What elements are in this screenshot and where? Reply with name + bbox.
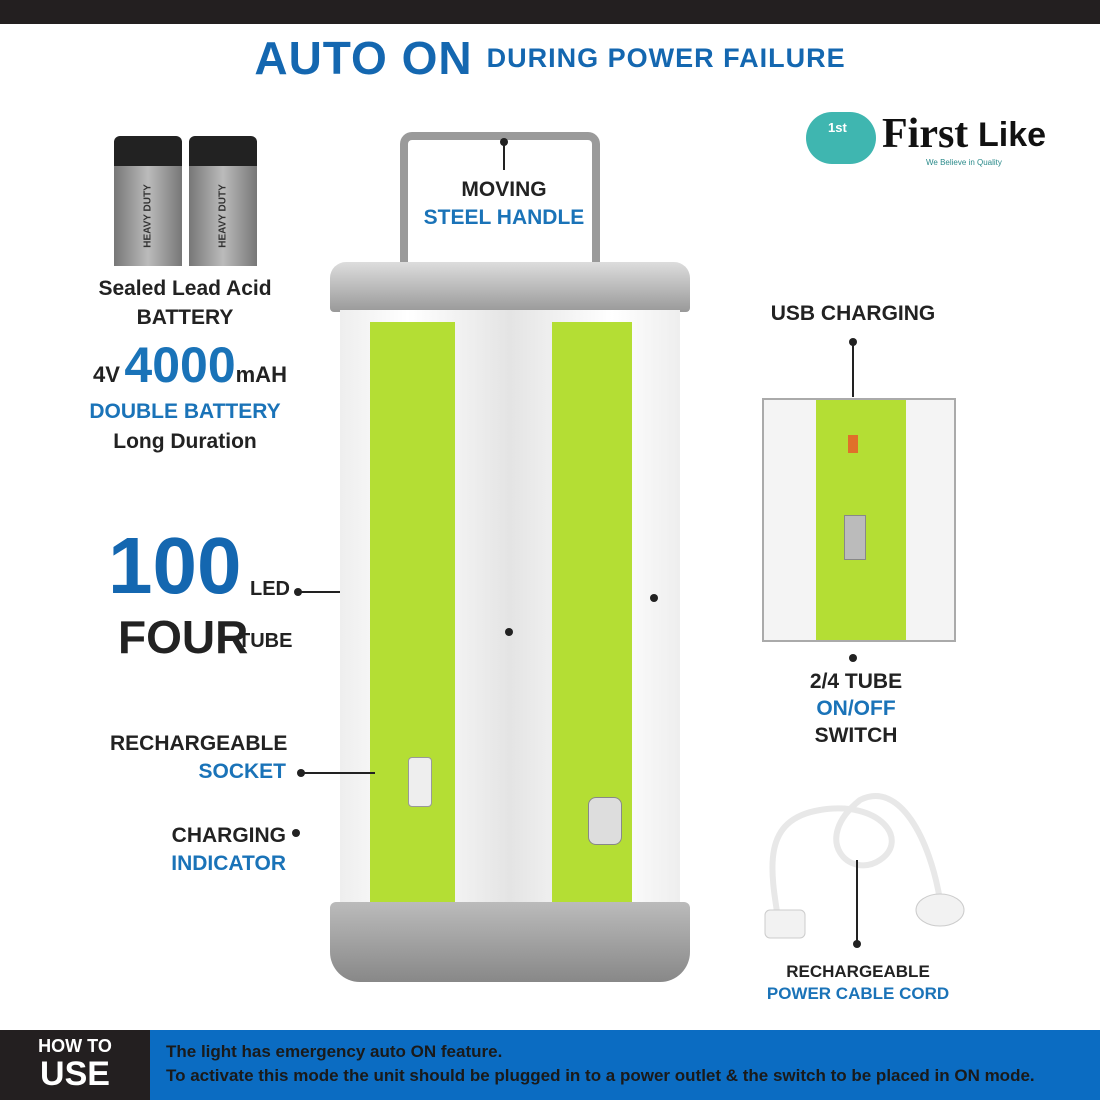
battery-cell: HEAVY DUTY [189, 136, 257, 266]
battery-cell: HEAVY DUTY [114, 136, 182, 266]
usb-port [848, 435, 858, 453]
pointer-dot [500, 138, 508, 146]
pointer-dot [650, 594, 658, 602]
switch-label-2: ON/OFF [816, 697, 896, 720]
switch-label-1: 2/4 TUBE [809, 670, 903, 693]
cable-label-2: POWER CABLE CORD [766, 984, 950, 1003]
lantern-base [330, 902, 690, 982]
pointer-line [300, 772, 375, 774]
cell-label: HEAVY DUTY [217, 184, 229, 248]
logo-first: First [882, 111, 969, 157]
indicator-label-2: INDICATOR [171, 852, 286, 875]
tube-count: FOUR [118, 611, 249, 663]
capacity-unit: mAH [235, 362, 287, 387]
brand-logo: 1st First Like We Believe in Quality [806, 108, 1066, 168]
logo-badge: 1st [806, 112, 876, 164]
pointer-dot [853, 940, 861, 948]
handle-label-2: STEEL HANDLE [423, 206, 585, 229]
title-sub: DURING POWER FAILURE [486, 42, 846, 73]
battery-line1: Sealed Lead Acid [98, 277, 272, 300]
pointer-dot [849, 654, 857, 662]
lantern-image [330, 132, 690, 982]
usb-closeup [762, 398, 956, 642]
capacity: 4000 [124, 337, 236, 393]
use-label: USE [40, 1055, 110, 1093]
battery-spec: 4V 4000mAH [90, 336, 290, 394]
power-cable-image [764, 793, 965, 939]
switch-label-3: SWITCH [814, 724, 898, 747]
logo-tagline: We Believe in Quality [926, 158, 1002, 167]
lantern-top [330, 262, 690, 312]
header-title: AUTO ON DURING POWER FAILURE [0, 24, 1100, 92]
pointer-line [856, 860, 858, 942]
pointer-line [298, 591, 368, 593]
socket-label-2: SOCKET [198, 760, 286, 783]
voltage: 4V [93, 362, 120, 387]
pointer-dot [505, 628, 513, 636]
pointer-dot [292, 829, 300, 837]
handle-label-1: MOVING [461, 178, 547, 201]
tube-unit: TUBE [238, 630, 293, 652]
led-unit: LED [250, 578, 290, 600]
how-to-use-instructions: The light has emergency auto ON feature.… [150, 1030, 1100, 1100]
how-to-use-badge: HOW TO USE [0, 1030, 150, 1100]
battery-line2: BATTERY [136, 306, 234, 329]
logo-like: Like [978, 116, 1047, 154]
how-to-label: HOW TO [38, 1036, 112, 1056]
switch [844, 515, 866, 560]
instruction-line-1: The light has emergency auto ON feature. [166, 1042, 503, 1061]
battery-feature: DOUBLE BATTERY [89, 400, 281, 423]
socket-label-1: RECHARGEABLE [110, 732, 288, 755]
pointer-line [503, 140, 505, 170]
charging-indicator [588, 797, 622, 845]
instruction-line-2: To activate this mode the unit should be… [166, 1066, 1035, 1085]
cable-label-1: RECHARGEABLE [786, 962, 930, 981]
green-panel-left [370, 322, 455, 912]
pointer-line [852, 342, 854, 397]
cell-label: HEAVY DUTY [142, 184, 154, 248]
indicator-label-1: CHARGING [171, 824, 286, 847]
led-count: 100 [108, 521, 242, 610]
usb-label: USB CHARGING [770, 302, 936, 325]
title-main: AUTO ON [254, 32, 473, 84]
socket [408, 757, 432, 807]
steel-handle [400, 132, 600, 282]
battery-duration: Long Duration [113, 430, 257, 453]
